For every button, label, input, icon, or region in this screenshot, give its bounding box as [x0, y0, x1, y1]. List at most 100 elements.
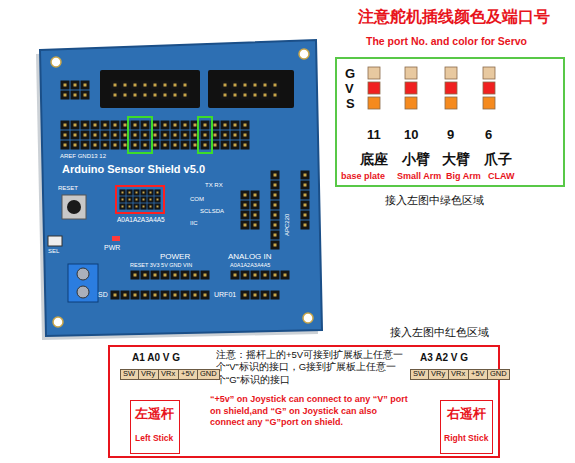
pin-cell: +5V [178, 369, 198, 380]
urf01-pins [240, 290, 280, 300]
board-silkscreen: A0A1A2A3A4A5 [117, 216, 165, 223]
pin-name: +5V [181, 370, 195, 379]
port-letter: V [345, 82, 354, 97]
note-text: “+5v” on Joystick can connect to any “V”… [210, 394, 410, 429]
board-silkscreen: IIC [190, 220, 198, 227]
analog-pins [119, 189, 161, 210]
red-highlight [116, 186, 164, 213]
mount-hole [51, 57, 61, 67]
board-silkscreen: Arduino Sensor Shield v5.0 [62, 163, 205, 176]
joystick-box: 右遥杆 Right Stick [440, 400, 493, 454]
bluetooth-header [300, 170, 310, 230]
ground-wire-square [445, 67, 457, 79]
note-text: 注意：摇杆上的+5V可接到扩展板上任意一个“V”标识的接口，G接到扩展板上任意一… [216, 349, 408, 386]
subtitle-text: The port No. and color for Servo [366, 35, 527, 47]
green-highlight [128, 117, 152, 153]
board-silkscreen: SEL [48, 248, 59, 255]
board-silkscreen: ANALOG IN [228, 252, 272, 261]
pin-cell: GND [197, 369, 220, 380]
servo-plug-icons [368, 67, 495, 109]
pin-name: +5V [471, 370, 485, 379]
stick-name: Right Stick [444, 434, 488, 444]
pin-name: VRx [451, 370, 465, 379]
reset-button [62, 195, 86, 219]
ground-wire-square [483, 67, 495, 79]
pin-name: GND [490, 370, 507, 379]
joystick-panel: A1 A0 V G注意：摇杆上的+5V可接到扩展板上任意一个“V”标识的接口，G… [108, 345, 500, 458]
pin-cell: +5V [468, 369, 488, 380]
joystick-box: 左遥杆 Left Stick [130, 400, 180, 454]
power-pins [130, 270, 210, 280]
signal-wire-square [405, 97, 417, 109]
signal-wire-square [483, 97, 495, 109]
servo-port-panel: GVS11底座base plate10小臂Small Arm9大臂Big Arm… [335, 57, 565, 187]
mount-hole [303, 313, 313, 323]
power-wire-square [483, 82, 495, 94]
stick-name: Left Stick [135, 434, 173, 444]
pin-cell: SW [120, 369, 139, 380]
screw [77, 286, 89, 298]
stick-name: 右遥杆 [447, 407, 486, 422]
reset-button [67, 200, 81, 214]
board-silkscreen: RESET 3V3 5V GND VIN [130, 262, 192, 268]
pin-name: SW [123, 370, 135, 379]
pin-cell: VRy [138, 369, 159, 380]
pin-row [220, 80, 280, 100]
screw-terminal [68, 264, 98, 302]
select-switch [48, 236, 62, 246]
board-silkscreen: URF01 [214, 291, 236, 299]
serial-pins [240, 190, 260, 230]
port-letter: G [345, 67, 355, 82]
english-part-name: CLAW [488, 171, 515, 181]
pin-cell: VRx [158, 369, 179, 380]
board-silkscreen: AREF GND13 12 [60, 153, 106, 160]
pin-name: VRx [161, 370, 175, 379]
digital-pins [60, 120, 250, 150]
analog-in-pins [230, 270, 290, 280]
apc220-header [270, 170, 280, 250]
power-wire-square [445, 82, 457, 94]
port-label: 10 [404, 128, 418, 143]
green-highlight [198, 117, 212, 153]
port-label: 大臂 [442, 151, 470, 167]
port-label: 爪子 [484, 151, 512, 167]
english-part-name: base plate [341, 171, 385, 181]
pin-name: VRy [141, 370, 155, 379]
pin-cell: VRx [448, 369, 469, 380]
mount-hole [53, 317, 63, 327]
idc-header [208, 70, 294, 108]
port-letter: S [346, 97, 355, 112]
note-text: 接入左图中红色区域 [390, 326, 489, 339]
signal-wire-square [445, 97, 457, 109]
idc-header [100, 70, 200, 108]
board-silkscreen: A0A1A2A3A4A5 [230, 262, 270, 268]
mount-hole [299, 49, 309, 59]
pin-row [110, 80, 190, 100]
board-silkscreen: SD [98, 291, 108, 299]
pin-cell: SW [410, 369, 429, 380]
port-label: 6 [485, 128, 492, 143]
signal-wire-square [368, 97, 380, 109]
board-silkscreen: RESET [58, 185, 78, 192]
power-led [112, 236, 120, 241]
board-silkscreen: PWR [104, 244, 120, 252]
ground-wire-square [368, 67, 380, 79]
ground-wire-square [405, 67, 417, 79]
pin-cell: GND [487, 369, 510, 380]
pin-header: A3 A2 V G [420, 352, 468, 364]
board-silkscreen: APC220 [284, 214, 291, 236]
english-part-name: Small Arm [397, 171, 441, 181]
power-wire-square [405, 82, 417, 94]
pin-name: GND [200, 370, 217, 379]
board [40, 40, 322, 336]
board-silkscreen: SCLSDA [200, 208, 224, 215]
sd-pins [110, 290, 210, 300]
port-label: 底座 [360, 151, 388, 167]
stick-name: 左遥杆 [135, 407, 174, 422]
note-text: 接入左图中绿色区域 [385, 194, 484, 207]
board-silkscreen: TX RX [205, 182, 223, 189]
port-label: 9 [447, 128, 454, 143]
pin-row [60, 80, 90, 100]
board-silkscreen: POWER [160, 252, 190, 261]
